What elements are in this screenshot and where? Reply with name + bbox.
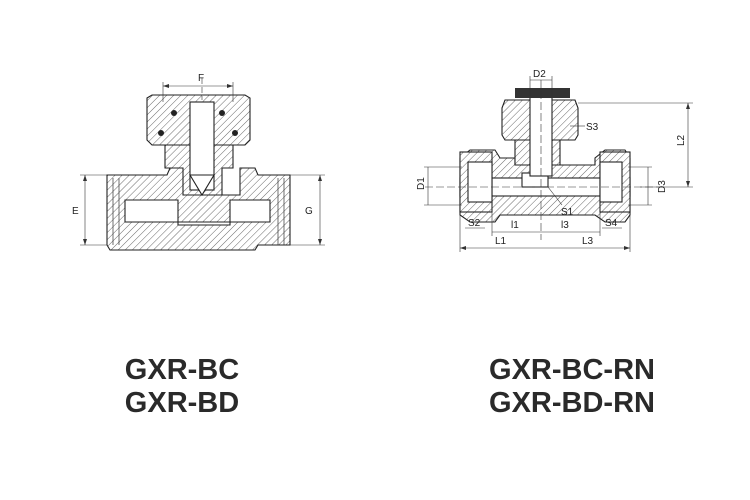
dim-S3: S3 — [586, 122, 599, 133]
dim-D1: D1 — [416, 177, 427, 190]
dim-L2: L2 — [676, 134, 687, 146]
dim-E: E — [72, 206, 79, 217]
dim-S2: S2 — [468, 218, 481, 229]
dim-F: F — [198, 73, 204, 84]
right-model-name-1: GXR-BC-RN — [489, 354, 655, 386]
dim-D3: D3 — [657, 180, 668, 193]
dim-l3: l3 — [561, 220, 569, 231]
right-fitting: D2 S3 L2 D1 D3 S1 S2 S4 l1 — [416, 69, 693, 252]
dim-L1: L1 — [495, 236, 507, 247]
dim-S4: S4 — [605, 218, 618, 229]
dim-l1: l1 — [511, 220, 519, 231]
left-fitting: F E G — [72, 73, 325, 251]
left-oring-2 — [232, 130, 238, 136]
left-bore — [124, 199, 271, 226]
left-oring-3 — [171, 110, 177, 116]
right-model-name-2: GXR-BD-RN — [489, 387, 655, 419]
dim-S1: S1 — [561, 207, 574, 218]
left-oring-4 — [219, 110, 225, 116]
left-model-name-1: GXR-BC — [124, 354, 240, 386]
left-oring-1 — [158, 130, 164, 136]
left-cone — [189, 174, 215, 197]
dim-G: G — [305, 206, 313, 217]
left-model-name-2: GXR-BD — [124, 387, 240, 419]
right-left-nut-bore — [467, 161, 493, 203]
right-tube-top — [515, 88, 570, 98]
dim-L3: L3 — [582, 236, 594, 247]
dim-D2: D2 — [533, 69, 546, 80]
right-right-nut-bore — [599, 161, 623, 203]
